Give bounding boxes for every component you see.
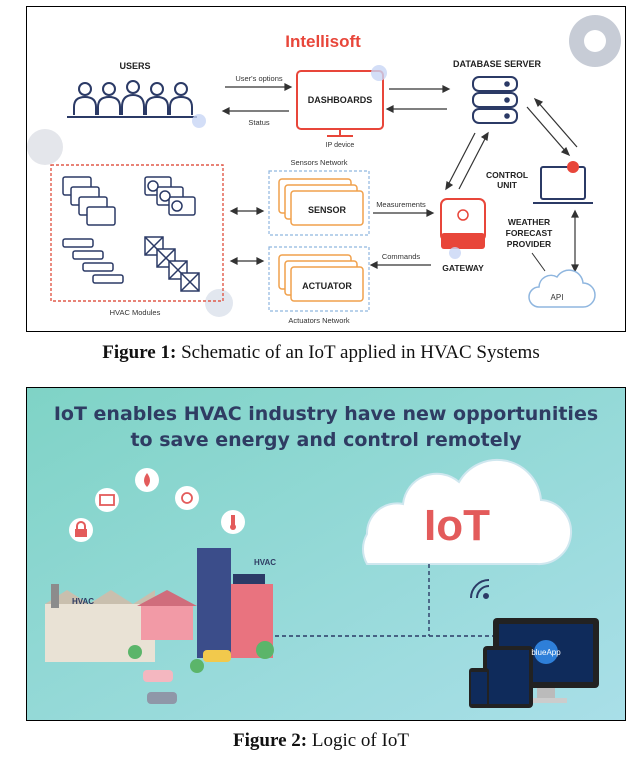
dashboard-db-arrows: [385, 85, 451, 113]
gear-icon-left: [27, 129, 63, 165]
thermometer-icon: [221, 510, 245, 534]
phone-device: [469, 668, 489, 708]
figure-1-caption-text: Schematic of an IoT applied in HVAC Syst…: [176, 342, 540, 363]
figure-2-caption-text: Logic of IoT: [307, 730, 409, 751]
figure-2-caption-label: Figure 2:: [233, 730, 308, 751]
car-pink: [143, 670, 173, 682]
drop-icon: [135, 468, 159, 492]
users-options-label: User's options: [235, 74, 283, 83]
hvac-label-tower: HVAC: [254, 558, 276, 567]
hvac-label-factory: HVAC: [72, 597, 94, 606]
actuators-network-label: Actuators Network: [288, 316, 350, 325]
figure-1-caption-label: Figure 1:: [102, 342, 177, 363]
users-dot-icon: [192, 114, 206, 128]
dashboards-label: DASHBOARDS: [308, 95, 373, 105]
database-server-label: DATABASE SERVER: [453, 59, 542, 69]
users-label: USERS: [119, 61, 150, 71]
actuator-stack: [278, 254, 364, 302]
control-unit-label-2: UNIT: [497, 180, 518, 190]
sensors-network-label: Sensors Network: [290, 158, 347, 167]
car-yellow: [203, 650, 231, 662]
laptop-api-arrow: [571, 209, 579, 273]
app-logo-icon: [534, 640, 558, 664]
weather-api-line: [531, 252, 546, 272]
figure-1-frame: Intellisoft USERS User's options Status …: [26, 6, 626, 332]
tree-icons: [128, 641, 274, 673]
hvac-modules-label: HVAC Modules: [110, 308, 161, 317]
api-cloud-icon: [528, 269, 596, 308]
gear-icon-top-right: [569, 15, 621, 67]
house-building: [137, 590, 197, 640]
sensors-network-box: [268, 170, 370, 236]
actuator-label: ACTUATOR: [302, 281, 352, 291]
ip-device-label: IP device: [326, 142, 355, 149]
notification-dot-icon: [567, 161, 579, 173]
commands-label: Commands: [382, 252, 421, 261]
iot-logic-illustration: IoT enables HVAC industry have new oppor…: [27, 388, 625, 720]
weather-label-3: PROVIDER: [507, 239, 551, 249]
users-dashboard-arrows: [221, 83, 293, 115]
gateway-icon: [440, 198, 486, 259]
radiator-icon: [95, 488, 119, 512]
wifi-icon: [470, 579, 490, 599]
hvac-units-icon-group: [62, 176, 200, 292]
sensor-label: SENSOR: [308, 205, 347, 215]
headline-line-1: IoT enables HVAC industry have new oppor…: [54, 403, 598, 425]
iot-cloud-text: IoT: [424, 501, 490, 550]
gear-icon-bottom: [205, 289, 233, 317]
tablet-device: [483, 646, 533, 708]
headline-line-2: to save energy and control remotely: [130, 429, 522, 451]
sensor-stack: [278, 178, 364, 226]
api-label: API: [551, 293, 564, 302]
status-label: Status: [248, 118, 270, 127]
database-server-icon: [472, 76, 518, 124]
control-unit-label-1: CONTROL: [486, 170, 528, 180]
lock-icon: [69, 518, 93, 542]
db-links-arrows: [445, 97, 578, 191]
measurements-label: Measurements: [376, 200, 426, 209]
gateway-label: GATEWAY: [442, 263, 484, 273]
laptop-icon: [533, 166, 593, 204]
gateway-arrows: [369, 209, 435, 269]
hvac-modules-box: [50, 164, 224, 302]
app-name: blueApp: [531, 648, 561, 657]
figure-2-frame: IoT enables HVAC industry have new oppor…: [26, 387, 626, 721]
brand-logo: Intellisoft: [285, 32, 361, 51]
figure-1-caption: Figure 1: Schematic of an IoT applied in…: [0, 342, 642, 364]
weather-label-1: WEATHER: [508, 217, 550, 227]
hvac-network-arrows: [229, 207, 265, 265]
iot-cloud-icon: [362, 458, 572, 566]
weather-label-2: FORECAST: [506, 228, 554, 238]
figure-2-caption: Figure 2: Logic of IoT: [0, 730, 642, 752]
tower-building: [197, 548, 273, 658]
iot-hvac-schematic: Intellisoft USERS User's options Status …: [27, 15, 621, 325]
car-gray: [147, 692, 177, 704]
users-group-icon: [67, 80, 197, 118]
fan-icon: [175, 486, 199, 510]
dashboards-monitor-icon: [296, 65, 387, 137]
actuators-network-box: [268, 246, 370, 312]
